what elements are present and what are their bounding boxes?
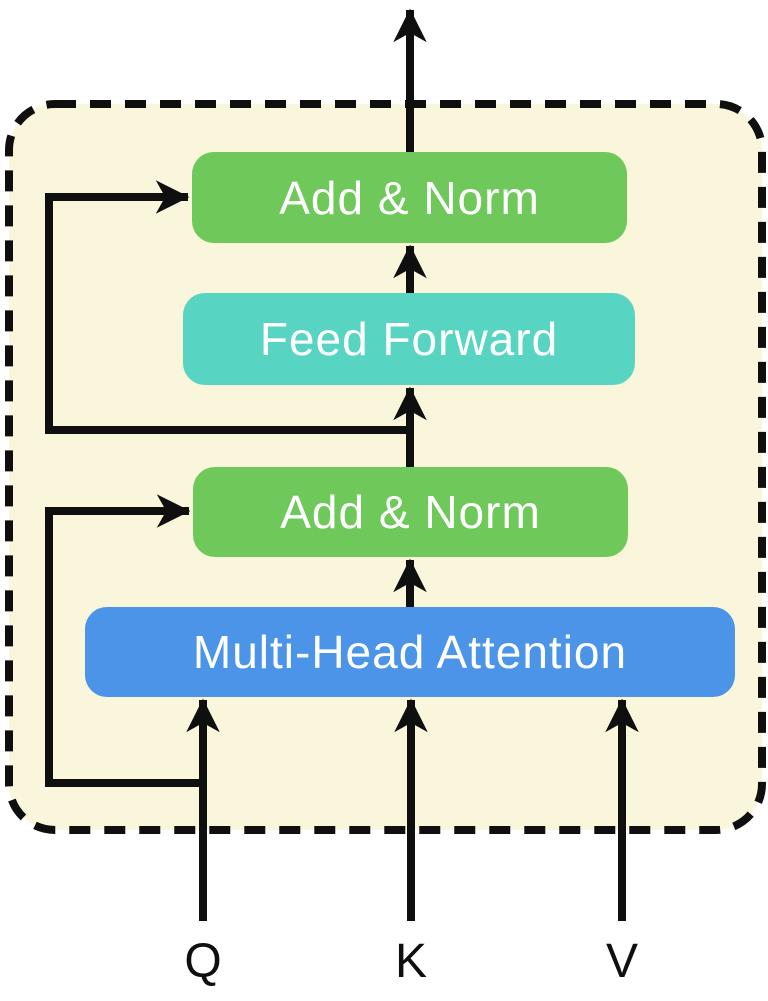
residual-connection-lower <box>45 494 203 787</box>
add-norm-block-lower: Add & Norm <box>193 467 628 557</box>
input-label-q: Q <box>184 935 222 988</box>
add-norm-block-top: Add & Norm <box>192 152 627 243</box>
feed-forward-block: Feed Forward <box>183 293 635 385</box>
input-label-k: K <box>394 935 427 988</box>
multi-head-attention-block: Multi-Head Attention <box>85 607 735 697</box>
residual-connection-upper <box>45 180 410 434</box>
input-label-v: V <box>605 935 638 988</box>
